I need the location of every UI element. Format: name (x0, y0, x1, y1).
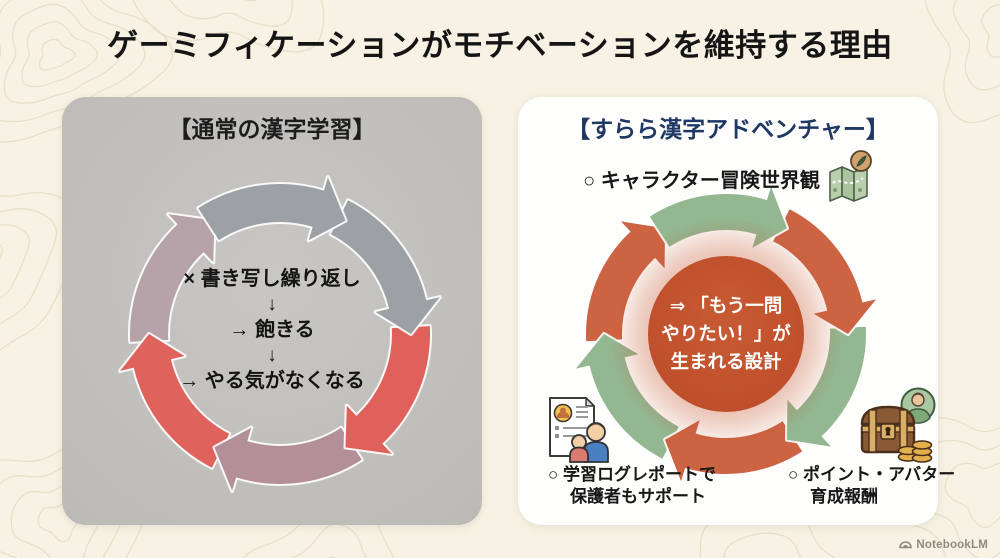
report-icon (549, 397, 609, 463)
map-icon (829, 150, 872, 202)
feature-item-world: ○ キャラクター冒険世界観 (518, 150, 938, 202)
feature-item-report: ○ 学習ログレポートで 保護者もサポート (548, 464, 716, 508)
brand-name: NotebookLM (916, 538, 988, 551)
design-message-circle: ⇒ 「もう一問 やりたい！」が 生まれる設計 (648, 256, 804, 412)
feature-points-line2: 育成報酬 (810, 487, 878, 506)
feature-points-line1: ○ ポイント・アバター (788, 465, 956, 484)
notebooklm-logo-icon (899, 541, 913, 549)
feature-report-line2: 保護者もサポート (570, 487, 706, 506)
left-cycle-text: × 書き写し繰り返し ↓ → 飽きる ↓ → やる気がなくなる (62, 267, 482, 394)
center-line-1: ⇒ 「もう一問 (669, 295, 783, 316)
cycle-step-3: → やる気がなくなる (179, 370, 365, 392)
left-cycle-diagram (118, 175, 442, 493)
feature-world-label: ○ キャラクター冒険世界観 (583, 169, 820, 192)
page-title: ゲーミフィケーションがモチベーションを維持する理由 (107, 28, 893, 63)
cycle-step-1: × 書き写し繰り返し (183, 268, 361, 290)
center-line-2: やりたい！」が (661, 323, 791, 344)
down-arrow: ↓ (267, 345, 277, 366)
left-panel-heading: 【通常の漢字学習】 (168, 116, 376, 142)
brand-watermark: NotebookLM (899, 538, 988, 551)
right-panel-heading: 【すらら漢字アドベンチャー】 (567, 116, 889, 142)
feature-item-points: ○ ポイント・アバター 育成報酬 (788, 464, 955, 508)
feature-report-line1: ○ 学習ログレポートで (548, 465, 716, 484)
down-arrow: ↓ (267, 294, 277, 315)
cycle-step-2: → 飽きる (229, 319, 315, 341)
treasure-icon (860, 387, 936, 463)
center-line-3: 生まれる設計 (670, 351, 782, 372)
